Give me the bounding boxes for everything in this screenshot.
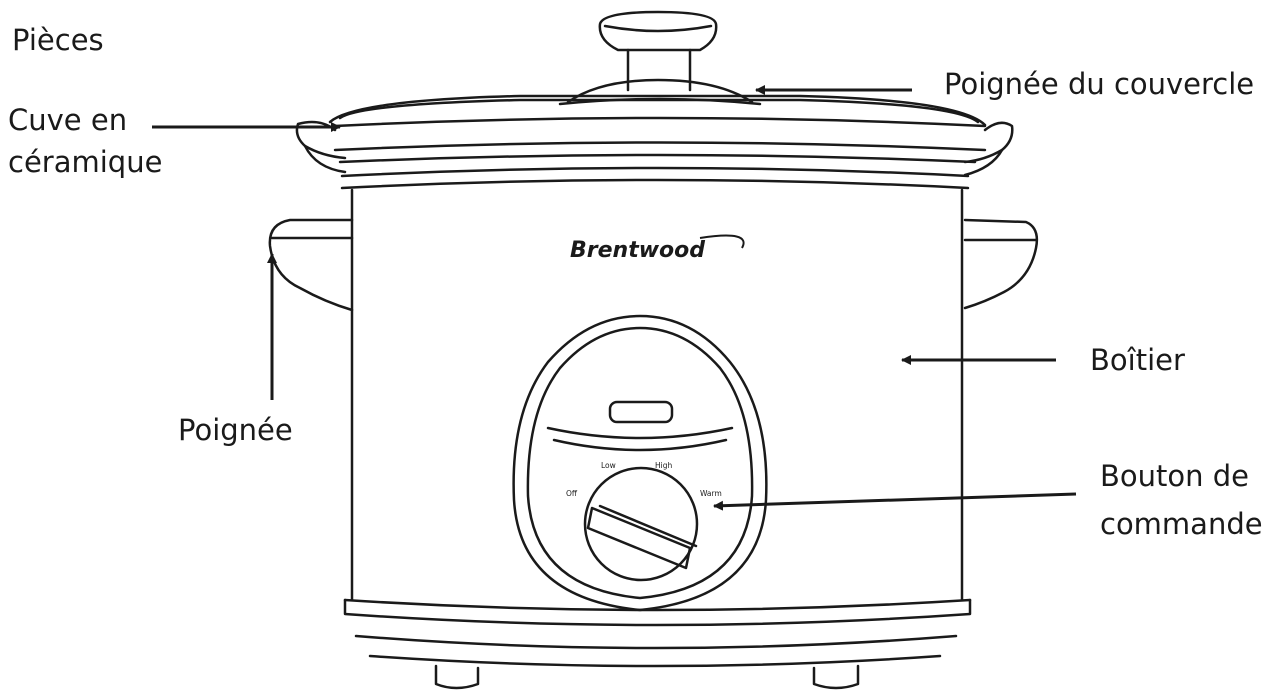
label-ceramic-pot-line1: Cuve en (8, 103, 128, 137)
dial-high-label: High (655, 461, 672, 470)
lid (328, 78, 987, 127)
annotation-arrows (152, 85, 1077, 511)
control-knob (583, 466, 699, 582)
dial-markings: Low High Off Warm (566, 461, 722, 498)
label-handle: Poignée (178, 413, 293, 447)
arrow-control-knob (713, 492, 1077, 511)
label-housing: Boîtier (1090, 343, 1185, 377)
label-lid-handle: Poignée du couvercle (944, 67, 1255, 101)
brand-logo: Brentwood (570, 234, 745, 263)
ceramic-pot-rim (295, 116, 1014, 190)
housing-body (343, 188, 972, 668)
lid-knob (598, 10, 718, 92)
side-handles (268, 218, 1039, 312)
label-ceramic-pot-line2: céramique (8, 145, 163, 179)
dial-off-label: Off (566, 489, 578, 498)
label-control-knob-line2: commande (1100, 507, 1263, 541)
diagram-title: Pièces (12, 23, 104, 57)
label-control-knob-line1: Bouton de (1100, 459, 1249, 493)
feet (434, 664, 860, 690)
dial-low-label: Low (601, 461, 616, 470)
dial-warm-label: Warm (700, 489, 722, 498)
svg-text:Brentwood: Brentwood (570, 238, 705, 263)
control-panel (512, 314, 768, 612)
